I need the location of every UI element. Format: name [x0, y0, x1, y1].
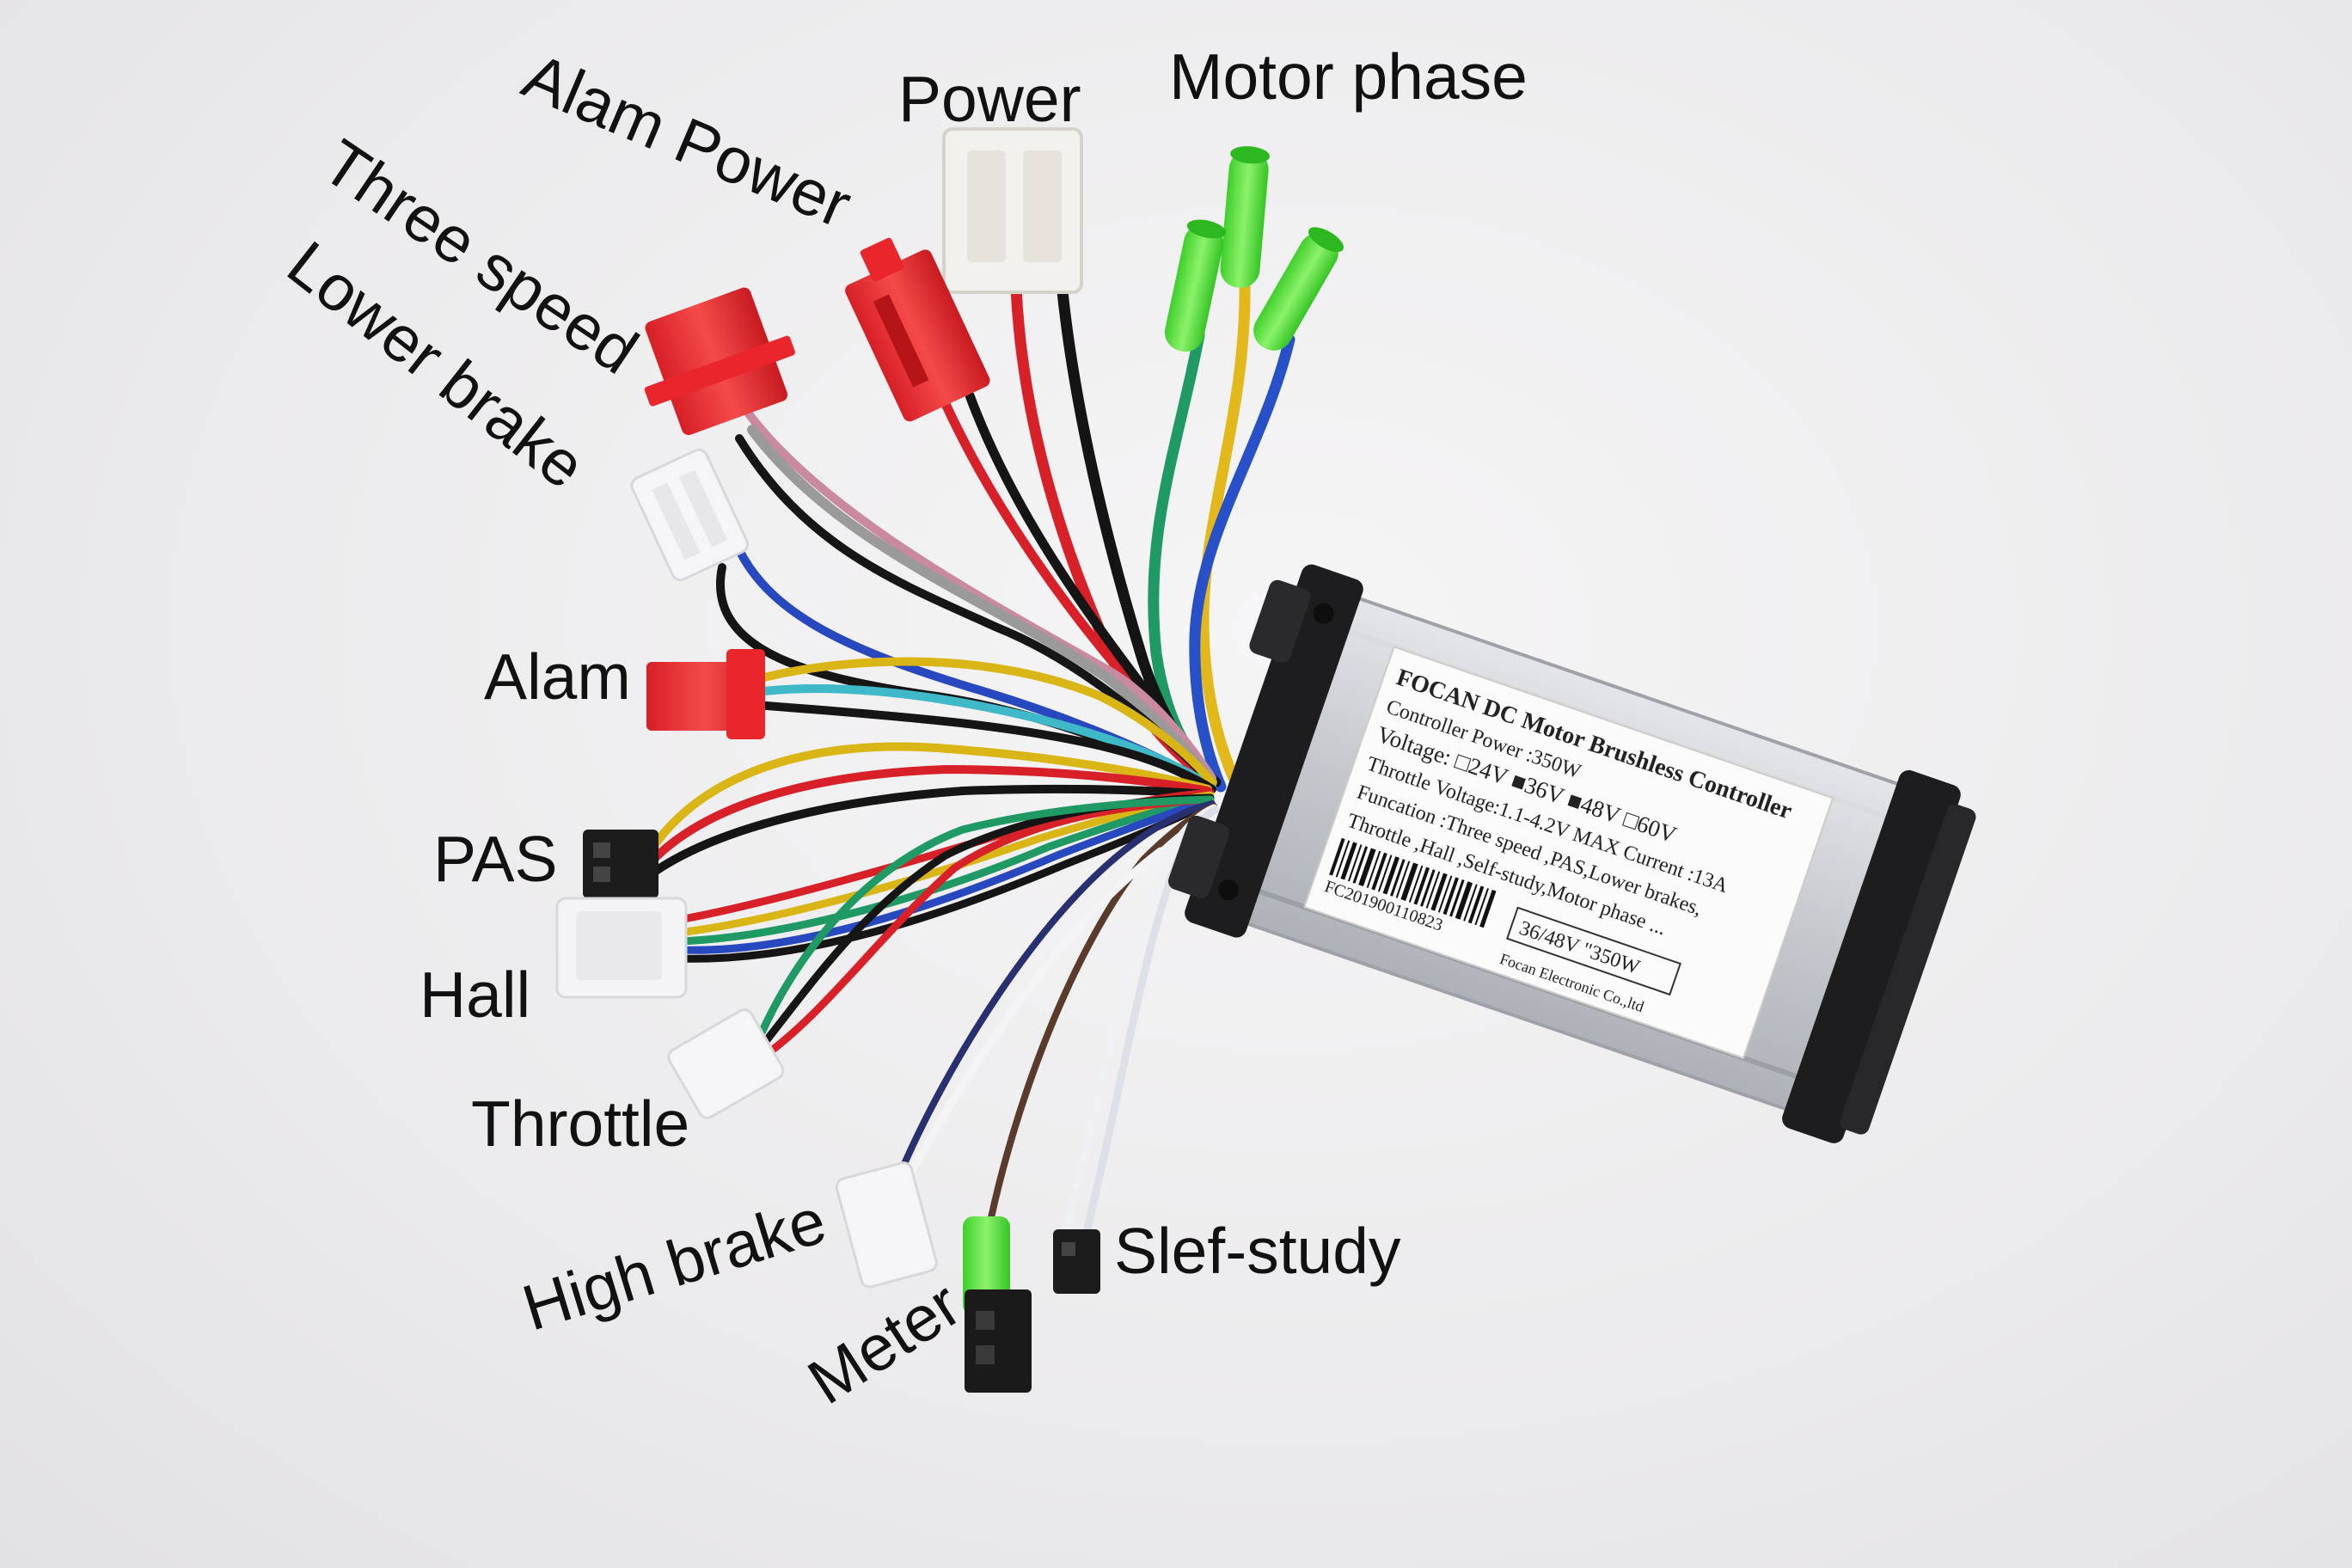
wire-motor-phase-yellow — [1197, 278, 1251, 784]
wire-three-speed-gray — [747, 425, 1217, 787]
hall-connector — [555, 897, 688, 999]
wire-pas-yellow — [649, 742, 1212, 851]
wire-pas-black — [649, 784, 1212, 877]
motor-phase-connectors — [1164, 146, 1344, 352]
wire-alam-yellow — [752, 657, 1216, 787]
wire-hall-blue — [675, 795, 1215, 954]
wire-motor-phase-blue — [1189, 334, 1295, 793]
label-pas: PAS — [433, 823, 558, 895]
label-throttle: Throttle — [471, 1087, 690, 1160]
three-speed-connector — [644, 287, 795, 436]
alam-power-connector — [845, 237, 990, 422]
wire-bundle — [649, 278, 1295, 1251]
label-alam: Alam — [484, 640, 631, 713]
self-study-connector — [1053, 1229, 1100, 1294]
high-brake-connector — [835, 1161, 938, 1289]
wire-alam-black — [752, 701, 1216, 793]
throttle-connector — [667, 1008, 785, 1119]
label-slef-study: Slef-study — [1114, 1215, 1401, 1287]
power-connector — [942, 127, 1083, 294]
wire-meter-brown — [983, 803, 1217, 1241]
barcode — [1329, 837, 1497, 928]
wire-high-brake-white — [890, 847, 1165, 1208]
meter-connector — [963, 1216, 1032, 1393]
lower-brake-connector — [630, 448, 749, 582]
wire-high-brake-navy — [895, 800, 1216, 1181]
pas-connector — [583, 830, 658, 898]
controller-housing: FOCAN DC Motor Brushless Controller Cont… — [1168, 564, 1976, 1143]
wire-throttle-green — [752, 795, 1215, 1049]
alam-connector — [646, 649, 765, 739]
wire-hall-green — [675, 793, 1215, 946]
wire-pas-red — [649, 764, 1212, 864]
label-hall: Hall — [420, 959, 531, 1031]
label-power: Power — [898, 63, 1081, 135]
label-motor-phase: Motor phase — [1169, 40, 1528, 113]
